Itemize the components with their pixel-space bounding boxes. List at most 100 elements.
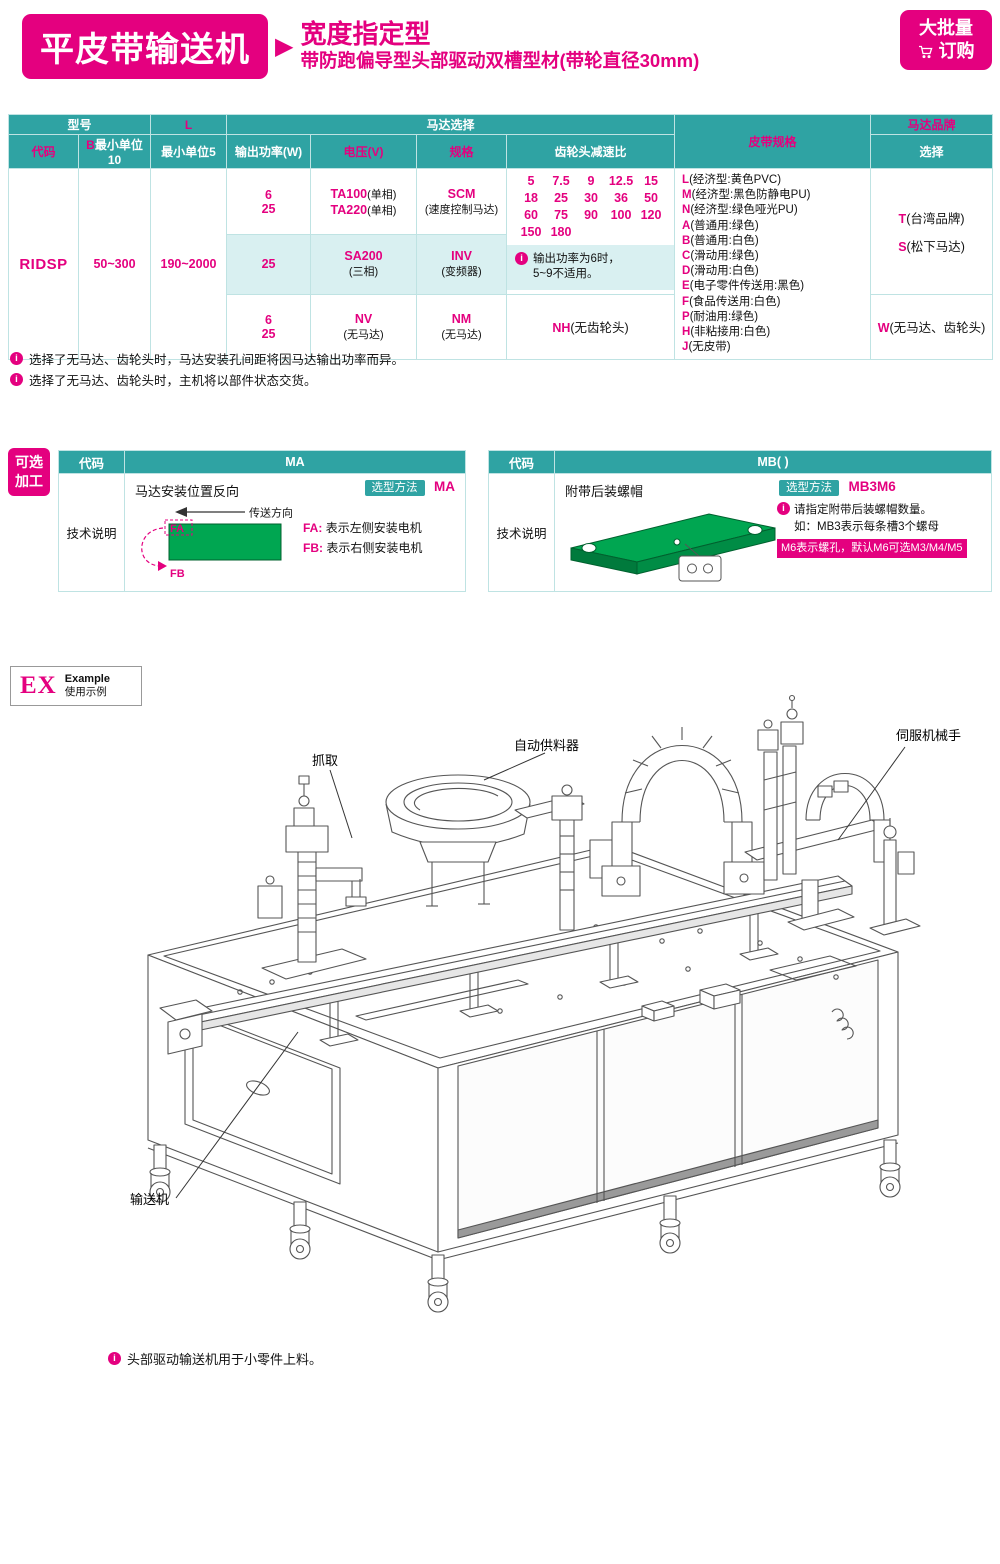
spec-cell-r3: NM (无马达) <box>416 293 508 361</box>
ma-description: FA: 表示左侧安装电机 FB: 表示右侧安装电机 <box>303 521 423 555</box>
conveyor-rail <box>159 875 853 1055</box>
example-note: i 头部驱动输送机用于小零件上料。 <box>108 1349 322 1368</box>
ma-code-value: MA <box>124 450 466 474</box>
mb-notes: i 请指定附带后装螺帽数量。 如：MB3表示每条槽3个螺母 M6表示螺孔，默认M… <box>777 502 989 558</box>
col-header-spec: 规格 <box>416 134 508 169</box>
col-header-motor-select: 马达选择 <box>226 114 676 135</box>
ma-content: 马达安装位置反向 选型方法 MA 传送方向 FA FB FA: 表示左侧安装电机… <box>124 473 466 592</box>
col-header-l-unit: 最小单位5 <box>150 134 228 169</box>
model-code-cell: RIDSP <box>8 167 79 361</box>
belt-option: C(滑动用:绿色) <box>682 250 759 263</box>
brand-cell: T(台湾品牌) S(松下马达) <box>870 168 994 295</box>
col-header-gear-ratio: 齿轮头减速比 <box>506 134 676 169</box>
ma-method: 选型方法 MA <box>364 479 455 496</box>
belt-option: B(普通用:白色) <box>682 234 759 247</box>
page-subtitle: 宽度指定型 带防跑偏导型头部驱动双槽型材(带轮直径30mm) <box>300 20 699 73</box>
belt-option: A(普通用:绿色) <box>682 219 759 232</box>
mb-method: 选型方法 MB3M6 <box>779 479 896 496</box>
col-header-brand: 马达品牌 <box>870 114 994 135</box>
col-header-model: 型号 <box>7 114 152 135</box>
ma-code-header: 代码 <box>58 450 125 474</box>
voltage-cell-r3: NV (无马达) <box>310 293 418 361</box>
belt-spec-cell: L(经济型:黄色PVC) M(经济型:黑色防静电PU) N(经济型:绿色哑光PU… <box>674 167 872 361</box>
info-icon: i <box>10 373 23 386</box>
col-header-power: 输出功率(W) <box>226 134 312 169</box>
ma-method-value: MA <box>434 479 455 494</box>
belt-option: F(食品传送用:白色) <box>682 295 781 308</box>
l-range-cell: 190~2000 <box>150 167 228 361</box>
belt-option-list: L(经济型:黄色PVC) M(经济型:黑色防静电PU) N(经济型:绿色哑光PU… <box>682 173 868 355</box>
mb-title: 附带后装螺帽 <box>565 484 644 499</box>
belt-option: D(滑动用:白色) <box>682 265 759 278</box>
mb-highlight-note: M6表示螺孔，默认M6可选M3/M4/M5 <box>777 539 967 558</box>
spec-cell-r2: INV (变频器) <box>416 234 508 295</box>
belt-option: N(经济型:绿色哑光PU) <box>682 204 798 217</box>
right-edge-tower <box>869 818 921 936</box>
mb-content: 附带后装螺帽 选型方法 MB3M6 i 请指定附带后装螺帽数 <box>554 473 992 592</box>
mb-diagram <box>570 513 776 582</box>
belt-option: J(无皮带) <box>682 341 731 354</box>
col-header-belt-spec: 皮带规格 <box>674 114 872 169</box>
gear-note: i 输出功率为6时，5~9不适用。 <box>507 245 675 290</box>
b-range-cell: 50~300 <box>77 167 152 361</box>
example-label: Example 使用示例 <box>64 673 110 698</box>
direction-arrow-icon <box>175 507 187 517</box>
optional-machining-tab: 可选 加工 <box>8 448 50 496</box>
page-title: 平皮带输送机 <box>22 14 268 79</box>
ma-title: 马达安装位置反向 <box>135 484 240 499</box>
nut-detail <box>678 555 722 582</box>
svg-text:FB: FB <box>170 568 185 580</box>
feeder-unit <box>385 774 585 907</box>
label-servo: 伺服机械手 <box>896 728 961 743</box>
voltage-cell-r1: TA100(单相) TA220(单相) <box>310 167 418 236</box>
belt-graphic <box>168 523 282 561</box>
voltage-cell-r2: SA200 (三相) <box>310 234 418 295</box>
label-feeder: 自动供料器 <box>514 738 579 753</box>
power-cell-r2: 25 <box>226 234 312 295</box>
coil-hose <box>831 1008 854 1040</box>
spec-cell-r1: SCM (速度控制马达) <box>416 167 508 236</box>
badge-line1: 大批量 <box>919 18 973 38</box>
badge-line2: 订购 <box>938 41 975 61</box>
note-line: i 选择了无马达、齿轮头时，主机将以部件状态交货。 <box>10 370 317 389</box>
mb-code-value: MB( ) <box>554 450 992 474</box>
power-cell-r3: 6 25 <box>226 293 312 361</box>
belt-option: H(非粘接用:白色) <box>682 326 771 339</box>
col-header-brand-select: 选择 <box>870 134 994 169</box>
subtitle-desc: 带防跑偏导型头部驱动双槽型材(带轮直径30mm) <box>300 50 700 71</box>
belt-option: E(电子零件传送用:黑色) <box>682 280 805 293</box>
mb-method-value: MB3M6 <box>848 479 896 494</box>
info-icon: i <box>515 252 529 265</box>
ma-tech-label: 技术说明 <box>58 473 125 592</box>
label-grab: 抓取 <box>312 753 338 768</box>
spec-table: 型号 L 马达选择 皮带规格 马达品牌 代码 B最小单位10 最小单位5 输出功… <box>7 114 994 361</box>
belt-option: L(经济型:黄色PVC) <box>682 174 782 186</box>
info-icon: i <box>108 1352 121 1365</box>
method-label: 选型方法 <box>779 480 839 496</box>
bulk-order-badge: 大批量 订购 <box>900 10 992 70</box>
page-header: 平皮带输送机 ▶ 宽度指定型 带防跑偏导型头部驱动双槽型材(带轮直径30mm) <box>22 14 699 79</box>
small-parts <box>641 983 854 1040</box>
ma-diagram: 传送方向 FA FB <box>141 506 293 580</box>
subtitle-type: 宽度指定型 <box>300 19 431 49</box>
belt-option: P(耐油用:绿色) <box>682 310 759 323</box>
power-cell-r1: 6 25 <box>226 167 312 236</box>
option-table-ma: 代码 MA 技术说明 马达安装位置反向 选型方法 MA 传送方向 FA FB <box>58 450 466 592</box>
label-conveyor: 输送机 <box>130 1192 169 1207</box>
ex-label: EX <box>20 672 57 699</box>
servo-robot-unit <box>744 694 891 931</box>
example-drawing: 抓取 自动供料器 伺服机械手 输送机 <box>130 694 961 1313</box>
info-icon: i <box>10 352 23 365</box>
arrow-icon: ▶ <box>275 33 294 60</box>
col-header-code: 代码 <box>8 134 79 169</box>
belt-option: M(经济型:黑色防静电PU) <box>682 189 811 202</box>
col-header-voltage: 电压(V) <box>310 134 418 169</box>
brand-cell-r3: W(无马达、齿轮头) <box>870 293 994 361</box>
gear-cell-r3: NH(无齿轮头) <box>506 293 676 361</box>
col-header-b-unit: B最小单位10 <box>77 134 152 169</box>
mb-code-header: 代码 <box>488 450 555 474</box>
col-header-L: L <box>150 114 228 135</box>
svg-text:FA: FA <box>170 523 184 535</box>
